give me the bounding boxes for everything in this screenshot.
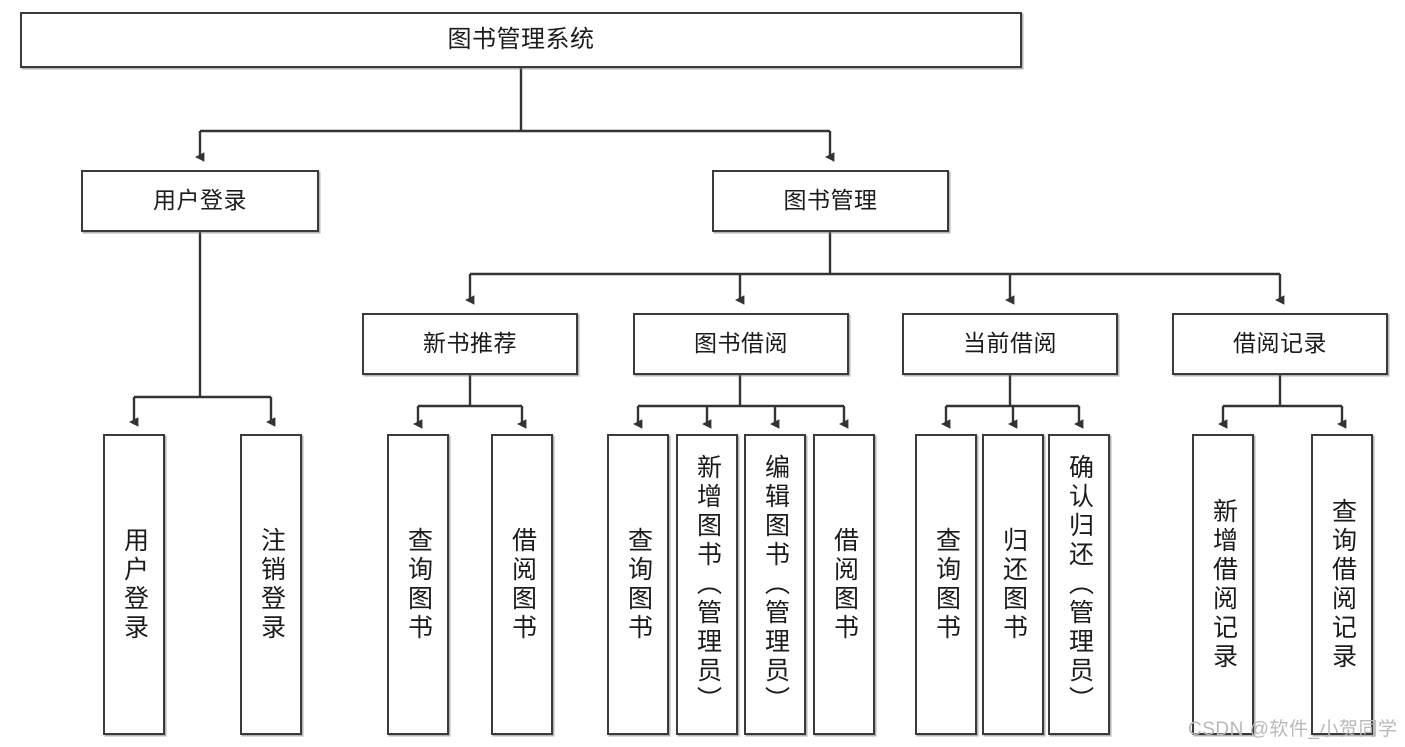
node-borrow-record[interactable]: 借阅记录 — [1172, 313, 1388, 375]
node-root-system[interactable]: 图书管理系统 — [20, 12, 1022, 68]
node-label: 借阅记录 — [1233, 330, 1327, 357]
node-leaf-borrow-book-2[interactable]: 借阅图书 — [813, 434, 875, 735]
node-label: 编辑图书（管理员） — [761, 454, 790, 715]
node-leaf-edit-book[interactable]: 编辑图书（管理员） — [744, 434, 806, 735]
node-label: 借阅图书 — [830, 526, 859, 643]
node-leaf-confirm-return[interactable]: 确认归还（管理员） — [1048, 434, 1110, 735]
node-new-book-recommend[interactable]: 新书推荐 — [362, 313, 578, 375]
node-label: 借阅图书 — [508, 526, 537, 643]
node-label: 查询借阅记录 — [1328, 497, 1357, 672]
node-label: 查询图书 — [404, 526, 433, 643]
node-leaf-add-record[interactable]: 新增借阅记录 — [1192, 434, 1254, 735]
node-current-borrow[interactable]: 当前借阅 — [902, 313, 1118, 375]
node-leaf-query-book-2[interactable]: 查询图书 — [607, 434, 669, 735]
node-label: 查询图书 — [932, 526, 961, 643]
node-label: 图书管理系统 — [447, 25, 595, 53]
node-label: 新书推荐 — [423, 330, 517, 357]
node-leaf-return-book[interactable]: 归还图书 — [982, 434, 1044, 735]
node-label: 用户登录 — [120, 526, 149, 643]
node-leaf-query-book-3[interactable]: 查询图书 — [915, 434, 977, 735]
node-leaf-user-login[interactable]: 用户登录 — [103, 434, 165, 735]
node-book-management[interactable]: 图书管理 — [712, 170, 949, 232]
node-label: 新增借阅记录 — [1209, 497, 1238, 672]
node-label: 图书借阅 — [694, 330, 788, 357]
node-label: 注销登录 — [257, 526, 286, 643]
node-leaf-borrow-book-1[interactable]: 借阅图书 — [491, 434, 553, 735]
node-leaf-query-record[interactable]: 查询借阅记录 — [1311, 434, 1373, 735]
node-leaf-add-book[interactable]: 新增图书（管理员） — [676, 434, 738, 735]
node-label: 用户登录 — [153, 187, 247, 214]
node-leaf-query-book-1[interactable]: 查询图书 — [387, 434, 449, 735]
node-label: 归还图书 — [999, 526, 1028, 643]
node-label: 确认归还（管理员） — [1065, 454, 1094, 715]
node-label: 新增图书（管理员） — [693, 454, 722, 715]
node-book-borrow[interactable]: 图书借阅 — [633, 313, 849, 375]
node-user-login[interactable]: 用户登录 — [81, 170, 319, 232]
node-label: 查询图书 — [624, 526, 653, 643]
csdn-watermark: CSDN @软件_小贺同学 — [1188, 719, 1398, 740]
node-leaf-logout-login[interactable]: 注销登录 — [240, 434, 302, 735]
node-label: 图书管理 — [783, 187, 878, 214]
node-label: 当前借阅 — [963, 330, 1057, 357]
